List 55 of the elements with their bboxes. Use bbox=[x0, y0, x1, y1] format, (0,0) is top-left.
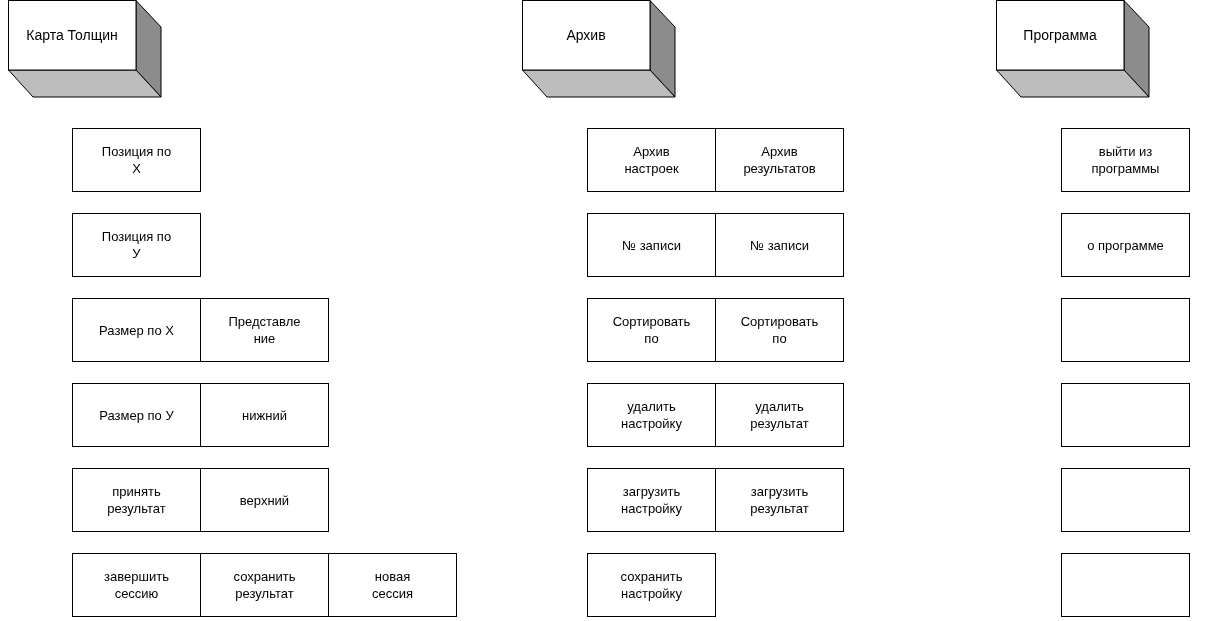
menu-label: Позиция по У bbox=[100, 228, 173, 262]
menu-label: новая сессия bbox=[371, 568, 414, 602]
menu-label: завершить сессию bbox=[103, 568, 170, 602]
menu-label: удалить результат bbox=[749, 398, 810, 432]
menu-box bbox=[1061, 213, 1190, 277]
menu-label: загрузить результат bbox=[749, 483, 810, 517]
menu-box bbox=[587, 468, 716, 532]
menu-box bbox=[715, 383, 844, 447]
empty-box bbox=[1061, 298, 1190, 362]
menu-label: Размер по Х bbox=[99, 321, 174, 339]
menu-box bbox=[587, 383, 716, 447]
menu-box bbox=[200, 298, 329, 362]
menu-box bbox=[72, 128, 201, 192]
box-label: Карта Толщин bbox=[26, 26, 118, 44]
menu-box bbox=[72, 213, 201, 277]
menu-box bbox=[715, 468, 844, 532]
menu-label: Представле ние bbox=[227, 313, 302, 347]
menu-box bbox=[72, 553, 201, 617]
menu-label: нижний bbox=[242, 406, 287, 424]
menu-box bbox=[328, 553, 457, 617]
menu-label: Позиция по Х bbox=[100, 143, 173, 177]
menu-box bbox=[72, 383, 201, 447]
menu-box bbox=[1061, 128, 1190, 192]
menu-label: Архив результатов bbox=[742, 143, 817, 177]
menu-box bbox=[715, 298, 844, 362]
menu-box bbox=[587, 128, 716, 192]
menu-label: Сортировать по bbox=[739, 313, 820, 347]
menu-box bbox=[715, 213, 844, 277]
menu-box bbox=[587, 298, 716, 362]
empty-box bbox=[1061, 383, 1190, 447]
menu-label: удалить настройку bbox=[620, 398, 683, 432]
menu-label: о программе bbox=[1087, 236, 1164, 254]
menu-box bbox=[587, 213, 716, 277]
menu-label: принять результат bbox=[106, 483, 167, 517]
menu-box bbox=[200, 553, 329, 617]
menu-label: загрузить настройку bbox=[620, 483, 683, 517]
menu-box bbox=[200, 383, 329, 447]
menu-label: № записи bbox=[750, 236, 809, 254]
menu-label: выйти из программы bbox=[1090, 143, 1161, 177]
menu-label: верхний bbox=[239, 491, 290, 509]
menu-box bbox=[72, 468, 201, 532]
menu-label: сохранить настройку bbox=[619, 568, 684, 602]
box-label: Архив bbox=[566, 26, 606, 44]
menu-box bbox=[200, 468, 329, 532]
menu-box bbox=[587, 553, 716, 617]
menu-label: Архив настроек bbox=[623, 143, 680, 177]
menu-box bbox=[72, 298, 201, 362]
menu-label: сохранить результат bbox=[232, 568, 297, 602]
empty-box bbox=[1061, 468, 1190, 532]
menu-box bbox=[715, 128, 844, 192]
menu-label: № записи bbox=[622, 236, 681, 254]
empty-box bbox=[1061, 553, 1190, 617]
menu-label: Сортировать по bbox=[611, 313, 692, 347]
box-label: Программа bbox=[1023, 26, 1097, 44]
menu-label: Размер по У bbox=[99, 406, 174, 424]
